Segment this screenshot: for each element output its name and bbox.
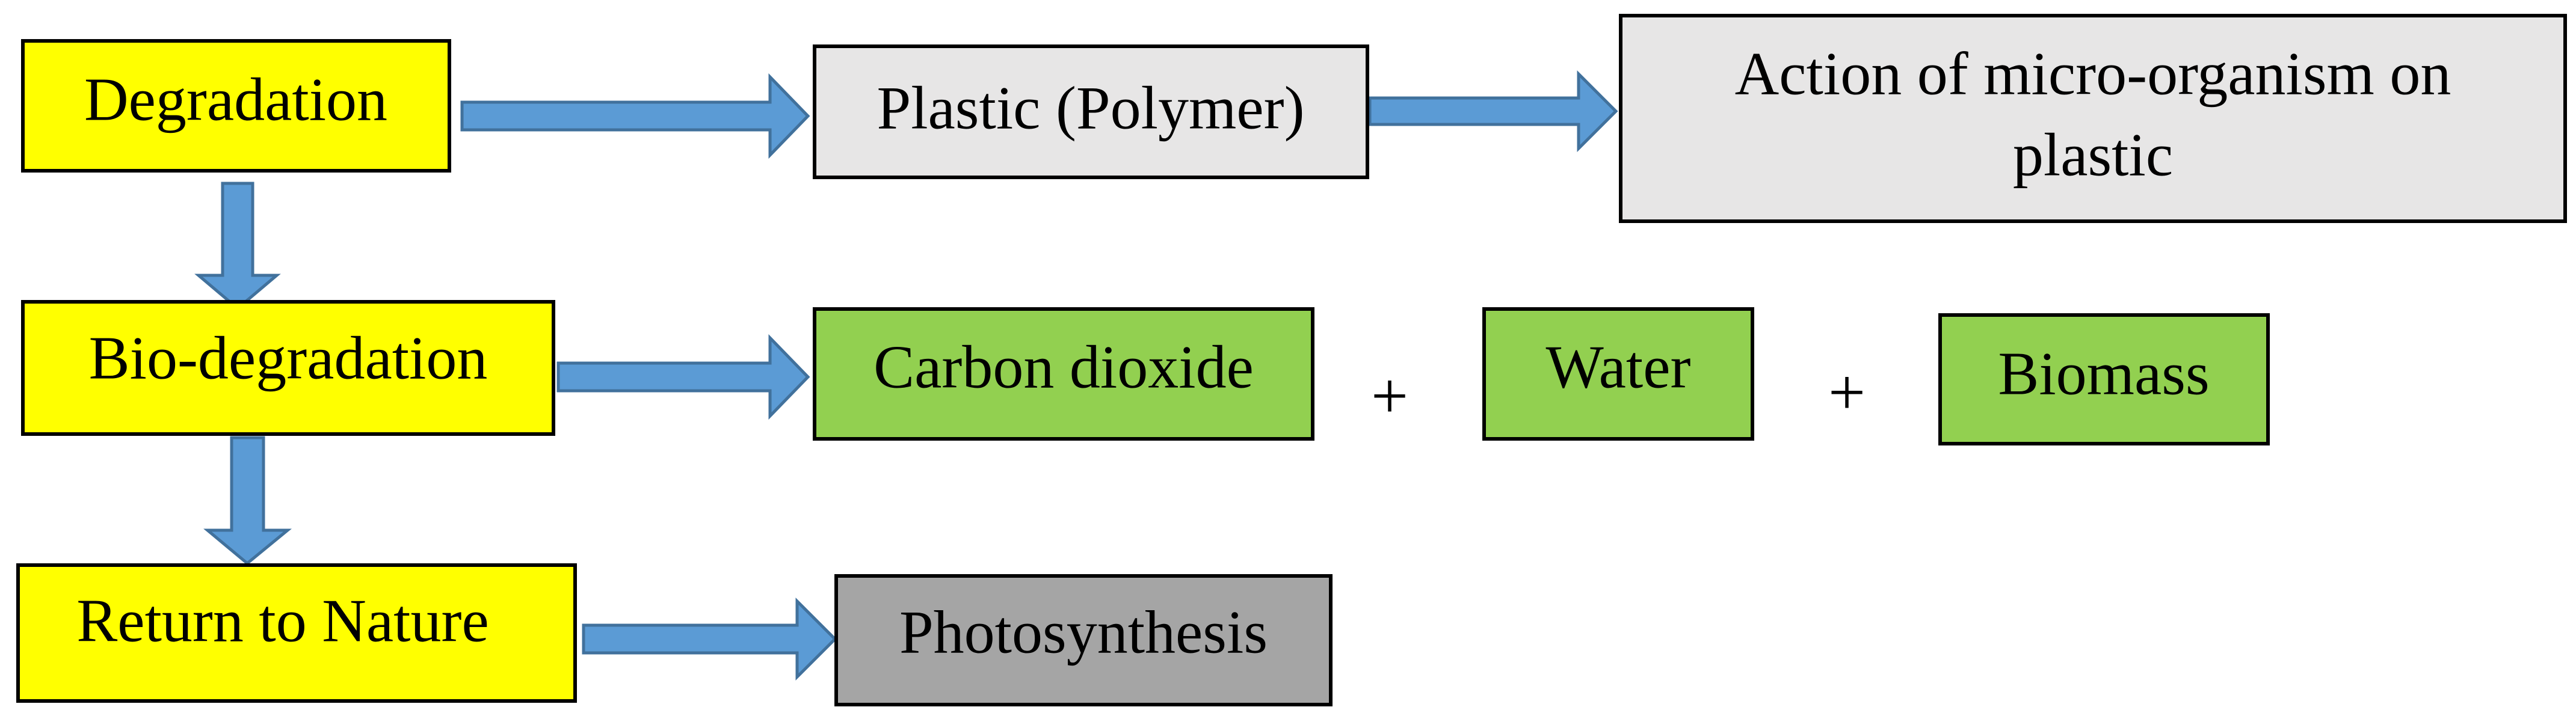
node-action-line2: plastic xyxy=(2013,121,2173,189)
arrow-biodegradation-to-co2 xyxy=(556,334,810,420)
node-biomass-box xyxy=(1938,313,2270,445)
node-water-label: Water xyxy=(1546,333,1691,401)
node-action-micro-organism: Action of micro-organism on plastic xyxy=(1619,14,2567,223)
node-action-micro-organism-box xyxy=(1619,14,2567,223)
node-bio-degradation: Bio-degradation xyxy=(21,300,555,436)
node-biomass: Biomass xyxy=(1938,313,2270,445)
node-bio-degradation-box xyxy=(21,300,555,436)
node-photosynthesis: Photosynthesis xyxy=(834,574,1333,706)
node-bio-degradation-label: Bio-degradation xyxy=(89,324,488,392)
node-photosynthesis-box xyxy=(834,574,1333,706)
node-biomass-label: Biomass xyxy=(1998,340,2209,408)
node-water: Water xyxy=(1482,307,1754,441)
node-degradation-box xyxy=(21,39,451,173)
node-carbon-dioxide: Carbon dioxide xyxy=(813,307,1314,441)
arrow-degradation-to-plastic xyxy=(460,73,810,159)
arrow-biodegradation-to-return xyxy=(203,436,292,566)
node-return-to-nature-label: Return to Nature xyxy=(76,587,488,655)
node-return-to-nature: Return to Nature xyxy=(16,563,577,703)
node-photosynthesis-label: Photosynthesis xyxy=(899,598,1268,666)
node-plastic-polymer-box xyxy=(813,44,1369,179)
node-plastic-polymer: Plastic (Polymer) xyxy=(813,44,1369,179)
plus-sign-2: + xyxy=(1828,355,1866,429)
node-water-box xyxy=(1482,307,1754,441)
node-return-to-nature-box xyxy=(16,563,577,703)
node-action-line1: Action of micro-organism on xyxy=(1735,40,2451,108)
arrow-degradation-to-biodegradation xyxy=(194,182,281,311)
node-degradation: Degradation xyxy=(21,39,451,173)
node-plastic-polymer-label: Plastic (Polymer) xyxy=(877,74,1304,142)
node-degradation-label: Degradation xyxy=(84,66,387,133)
plus-sign-1: + xyxy=(1371,359,1408,432)
arrow-return-to-photosynthesis xyxy=(582,597,837,681)
node-carbon-dioxide-box xyxy=(813,307,1314,441)
arrow-plastic-to-action xyxy=(1368,70,1618,153)
node-carbon-dioxide-label: Carbon dioxide xyxy=(874,333,1254,401)
